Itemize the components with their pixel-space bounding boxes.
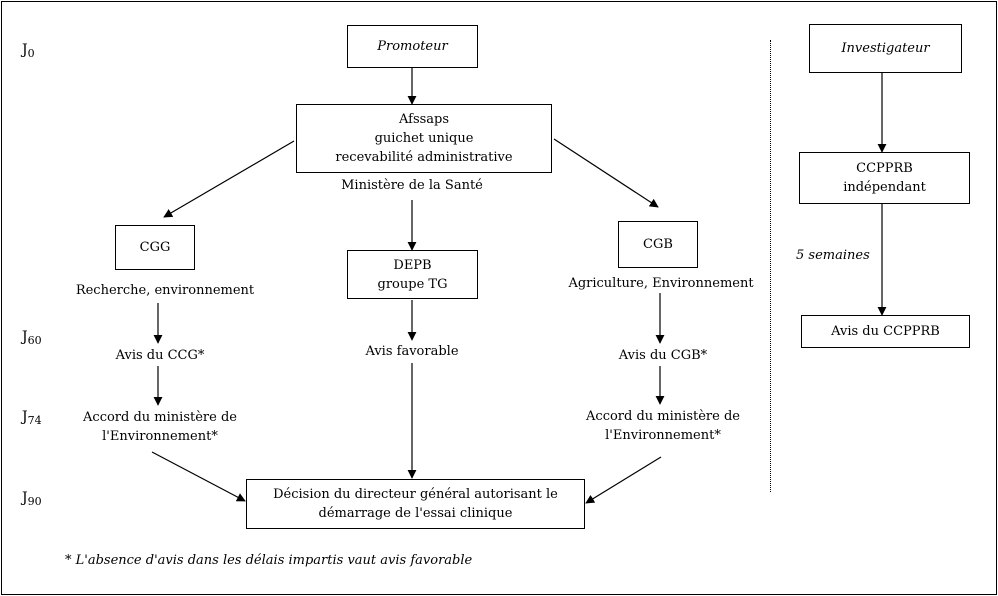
decision-line-2: démarrage de l'essai clinique xyxy=(318,506,513,521)
promoteur-box: Promoteur xyxy=(347,25,478,68)
investigateur-label: Investigateur xyxy=(841,41,930,56)
cgb-box: CGB xyxy=(618,221,698,268)
ccpprb-line-2: indépendant xyxy=(843,180,926,195)
arrow-afssaps-cgb xyxy=(553,138,659,208)
day-j0: J0 xyxy=(22,42,35,60)
depb-line-2: groupe TG xyxy=(377,276,448,292)
afssaps-line-3: recevabilité administrative xyxy=(335,150,513,165)
cgb-label: CGB xyxy=(643,237,673,252)
cgb-accord-label: Accord du ministère de l'Environnement* xyxy=(586,409,740,443)
avis-ccpprb-box: Avis du CCPPRB xyxy=(801,315,970,348)
depb-avis-label: Avis favorable xyxy=(365,344,459,359)
day-j74: J74 xyxy=(22,409,42,427)
arrow-cgg-decision xyxy=(151,451,246,502)
investigateur-box: Investigateur xyxy=(809,24,962,73)
arrow-afssaps-cgg xyxy=(163,140,295,218)
promoteur-label: Promoteur xyxy=(377,39,448,54)
cgg-avis-label: Avis du CCG* xyxy=(115,348,205,363)
cgg-accord-label: Accord du ministère de l'Environnement* xyxy=(83,410,237,444)
delay-label: 5 semaines xyxy=(796,248,870,263)
arrow-cgb-decision xyxy=(585,456,662,504)
ccpprb-line-1: CCPPRB xyxy=(856,161,913,176)
decision-line-1: Décision du directeur général autorisant… xyxy=(273,487,558,502)
day-j60: J60 xyxy=(22,329,42,347)
afssaps-box: Afssaps guichet unique recevabilité admi… xyxy=(296,104,552,173)
ministere-sante-label: Ministère de la Santé xyxy=(341,178,483,193)
afssaps-line-2: guichet unique xyxy=(374,131,474,146)
cgg-domain-label: Recherche, environnement xyxy=(75,283,255,298)
dotted-separator xyxy=(770,40,771,492)
afssaps-line-1: Afssaps xyxy=(398,112,450,127)
decision-box: Décision du directeur général autorisant… xyxy=(246,479,585,529)
depb-line-1: DEPB xyxy=(393,257,432,273)
footnote: * L'absence d'avis dans les délais impar… xyxy=(65,553,473,568)
day-j90: J90 xyxy=(22,490,42,508)
cgg-label: CGG xyxy=(139,240,171,255)
cgb-domain-label: Agriculture, Environnement xyxy=(568,276,754,291)
cgb-avis-label: Avis du CGB* xyxy=(618,348,708,363)
avis-ccpprb-label: Avis du CCPPRB xyxy=(831,324,940,339)
cgg-box: CGG xyxy=(115,225,195,270)
